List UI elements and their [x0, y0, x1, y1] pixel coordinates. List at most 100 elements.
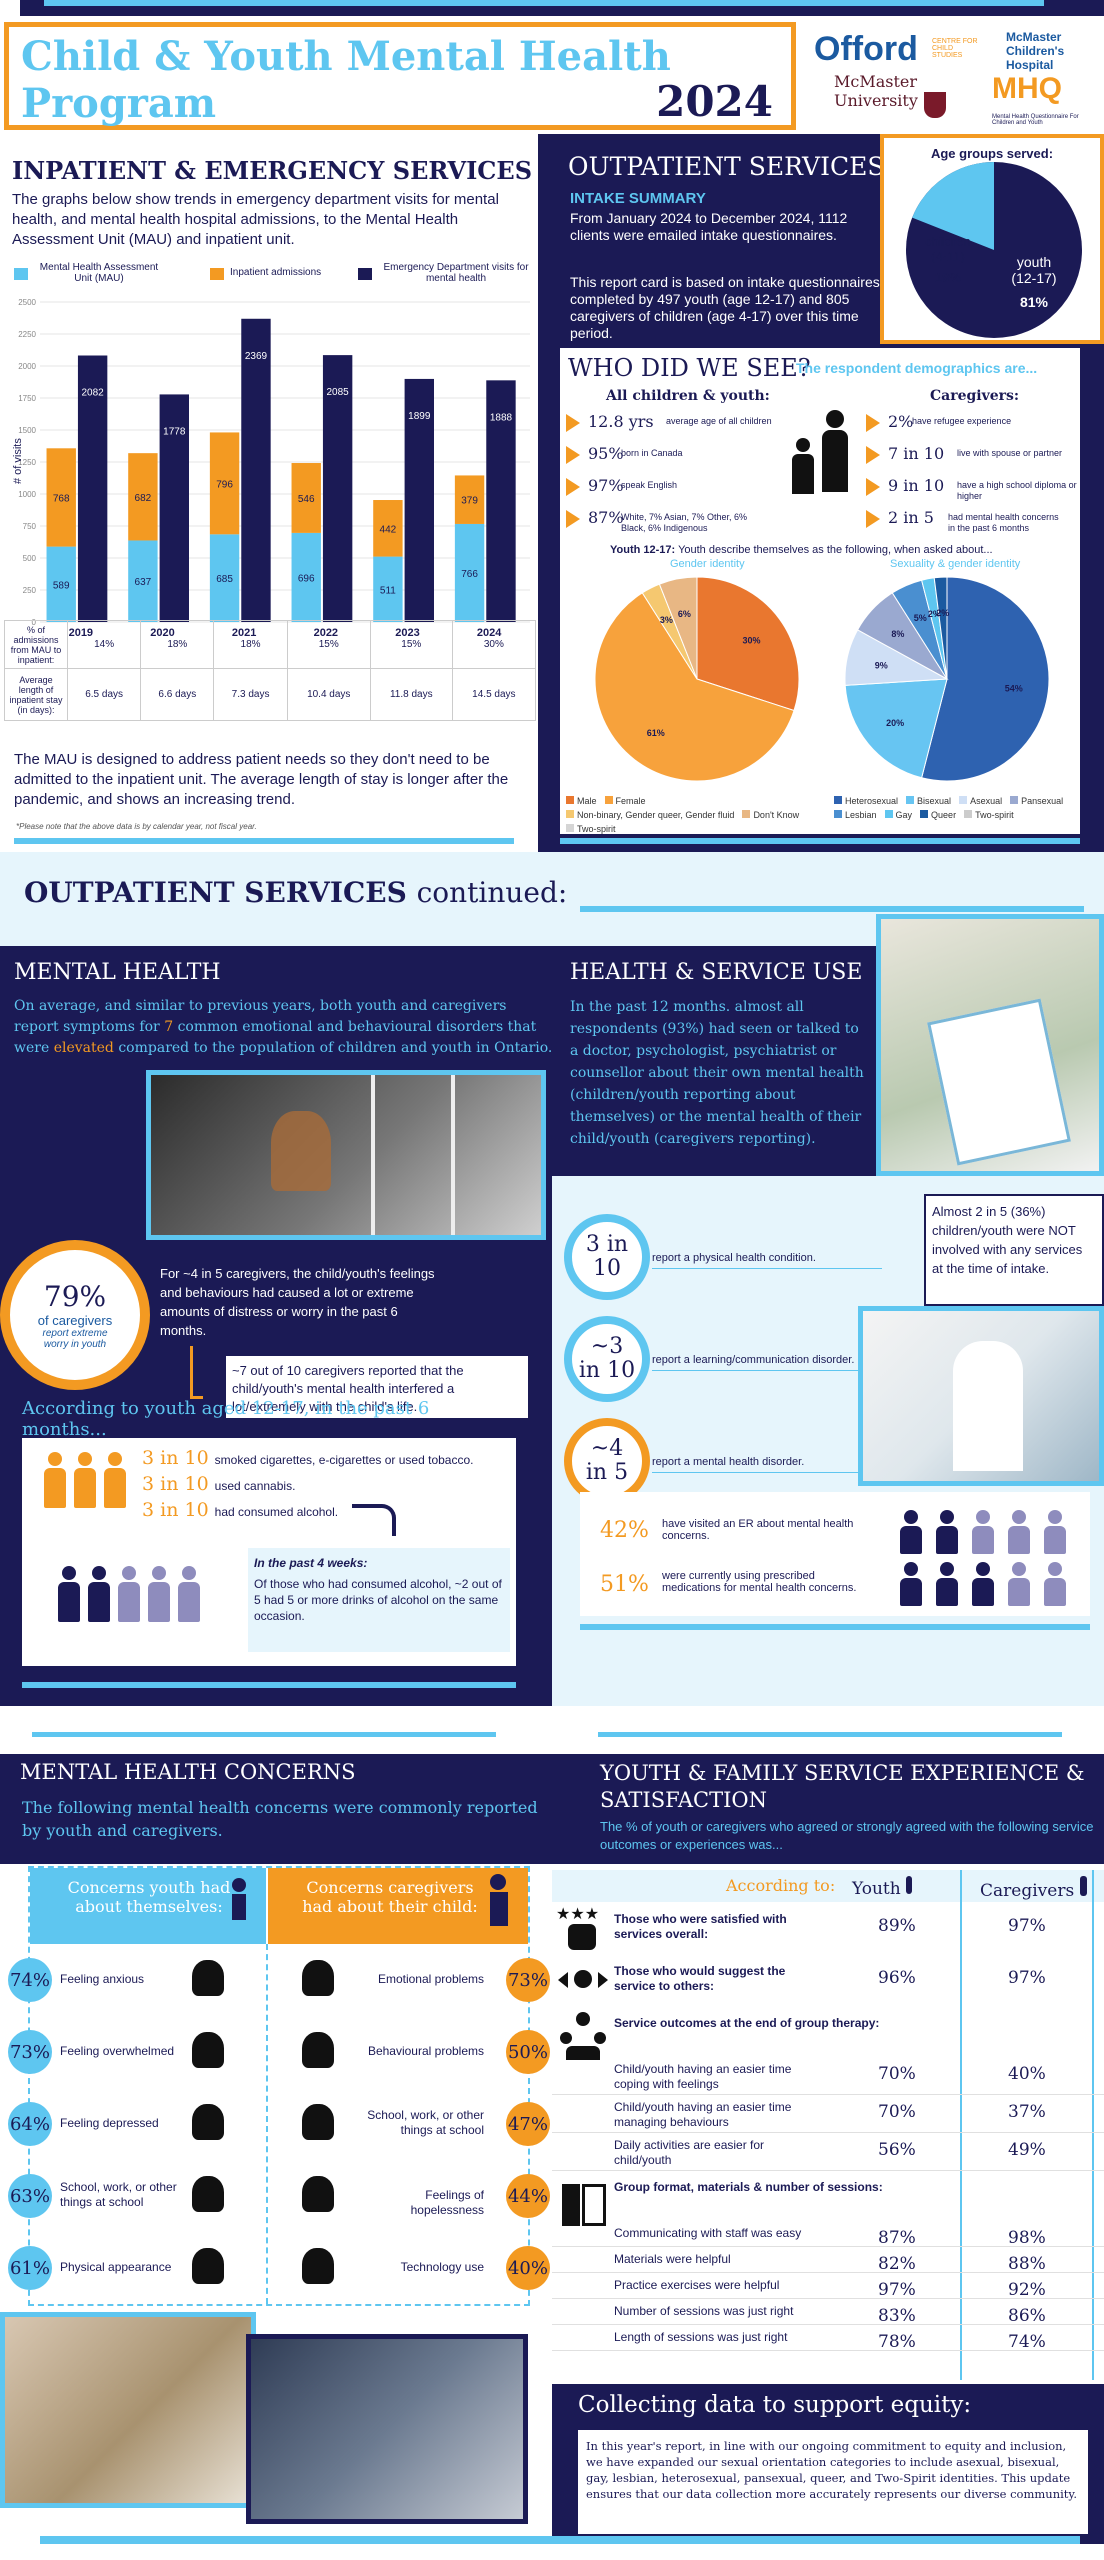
youth-stat-value: 3 in 10	[142, 1499, 209, 1521]
continued-title-a: OUTPATIENT SERVICES	[24, 876, 407, 909]
concern-pct: 47%	[506, 2102, 550, 2146]
mental-intro: On average, and similar to previous year…	[14, 996, 554, 1059]
equity-title: Collecting data to support equity:	[578, 2392, 972, 2418]
avg-stay-cell: 6.6 days	[140, 668, 215, 721]
demographic-text: average age of all children	[666, 416, 772, 426]
concern-icon	[192, 2176, 224, 2212]
demographic-text: speak English	[621, 480, 678, 490]
bar-label-ed: 2085	[327, 387, 350, 398]
legend-label: Female	[615, 796, 646, 806]
experience-row: Child/youth having an easier time managi…	[552, 2094, 1104, 2133]
youth-concerns-header: Concerns youth had about themselves:	[30, 1868, 266, 1944]
bar-inpatient	[373, 500, 403, 557]
concern-pct: 50%	[506, 2030, 550, 2074]
stat-physical: 3 in 10	[585, 1232, 629, 1281]
experience-table: According to: Youth Caregivers Those who…	[552, 1864, 1104, 2382]
experience-row: Those who would suggest the service to o…	[552, 1954, 1104, 2006]
health-intro: In the past 12 months. almost all respon…	[570, 999, 864, 1147]
experience-youth-pct: 70%	[878, 2102, 916, 2122]
y-tick-label: 2250	[18, 330, 36, 339]
experience-row-label: Materials were helpful	[614, 2252, 731, 2266]
mental-box2: ~7 out of 10 caregivers reported that th…	[226, 1356, 528, 1418]
bar-label-mau: 696	[298, 573, 315, 584]
legend-label: Queer	[931, 810, 957, 820]
legend-label: Don't Know	[753, 810, 800, 820]
group-people-icon	[558, 2012, 608, 2062]
demographic-value: 7 in 10	[888, 444, 945, 463]
experience-cg-pct: 40%	[1008, 2064, 1046, 2084]
according-label: According to:	[726, 1876, 836, 1895]
bar-ed	[404, 378, 434, 622]
bar-label-inpatient: 442	[380, 524, 397, 535]
avg-stay-cell: 7.3 days	[213, 668, 288, 721]
demographic-text: have a high school diploma or higher	[957, 480, 1077, 501]
stat-circle-mental: ~4 in 5	[564, 1418, 650, 1504]
bar-mau	[373, 556, 403, 622]
legend-entry: Don't Know	[742, 808, 799, 822]
y-tick-label: 2000	[18, 362, 36, 371]
concern-row: 40%Technology use	[268, 2232, 550, 2304]
triangle-bullet-icon	[866, 446, 880, 464]
concern-label: Feelings of hopelessness	[410, 2188, 484, 2217]
col-divider-2	[1092, 1870, 1094, 2380]
photo-window-girl	[146, 1070, 546, 1240]
admission-table: % of admissions from MAU to inpatient: 1…	[4, 620, 537, 721]
y-tick-label: 1250	[18, 458, 36, 467]
experience-youth-pct: 78%	[878, 2332, 916, 2352]
experience-cg-pct: 37%	[1008, 2102, 1046, 2122]
demographic-text: live with spouse or partner	[957, 448, 1063, 458]
experience-row: Service outcomes at the end of group the…	[552, 2006, 1104, 2056]
pie-label: 9%	[875, 660, 888, 670]
experience-row: Those who were satisfied with services o…	[552, 1902, 1104, 1954]
concern-label: Feeling overwhelmed	[60, 2044, 175, 2058]
youth-pct: 81%	[1019, 294, 1049, 310]
concern-pct: 40%	[506, 2246, 550, 2290]
bar-inpatient	[291, 463, 321, 533]
bar-label-ed: 1899	[408, 411, 431, 422]
concern-icon	[302, 2032, 334, 2068]
experience-title: YOUTH & FAMILY SERVICE EXPERIENCE & SATI…	[600, 1761, 1085, 1812]
continued-title: OUTPATIENT SERVICES continued:	[24, 876, 567, 909]
mental-intro-b: common emotional and behavioural disorde…	[14, 1019, 537, 1056]
legend-label: Lesbian	[845, 810, 877, 820]
legend-swatch-ed	[358, 268, 372, 280]
youth-box: According to youth aged 12-17, in the pa…	[22, 1398, 516, 1666]
cg-mini-icon	[1079, 1876, 1087, 1896]
youth-stat-text: used cannabis.	[214, 1479, 296, 1493]
concern-pct: 63%	[8, 2174, 52, 2218]
legend-inpatient: Inpatient admissions	[230, 267, 322, 278]
photo-doctor	[858, 1306, 1104, 1486]
concern-row: 74%Feeling anxious	[8, 1944, 266, 2016]
concerns-divider	[266, 1944, 270, 2304]
experience-row-label: Child/youth having an easier time managi…	[614, 2100, 792, 2129]
bar-ed	[241, 318, 271, 622]
experience-cg-pct: 97%	[1008, 1916, 1046, 1936]
pct-admissions-row: % of admissions from MAU to inpatient: 1…	[4, 620, 537, 669]
pie-slice	[933, 576, 948, 680]
pie-label: 5%	[914, 613, 927, 623]
concern-label: School, work, or other things at school	[367, 2108, 484, 2137]
legend-swatch	[566, 810, 574, 818]
legend-swatch	[604, 796, 613, 804]
concern-label: Behavioural problems	[367, 2044, 484, 2058]
experience-row-label: Those who were satisfied with services o…	[614, 1912, 787, 1941]
bar-inpatient	[209, 432, 240, 535]
legend-swatch	[964, 810, 973, 818]
continued-band: OUTPATIENT SERVICES continued:	[0, 852, 1104, 946]
experience-row-label: Number of sessions was just right	[614, 2304, 794, 2318]
stat-circle-physical: 3 in 10	[564, 1214, 650, 1300]
mental-intro-num: 7	[164, 1019, 174, 1035]
avg-stay-cell: 6.5 days	[66, 668, 142, 721]
youth-describe: Youth 12-17: Youth describe themselves a…	[610, 544, 993, 556]
pct-admissions-cell: 18%	[140, 620, 215, 669]
arrow-down-icon	[352, 1504, 396, 1536]
arrow-connector	[190, 1346, 203, 1399]
gap-line-right	[598, 1732, 1062, 1737]
bar-inpatient	[454, 475, 485, 524]
legend-swatch	[906, 796, 915, 804]
